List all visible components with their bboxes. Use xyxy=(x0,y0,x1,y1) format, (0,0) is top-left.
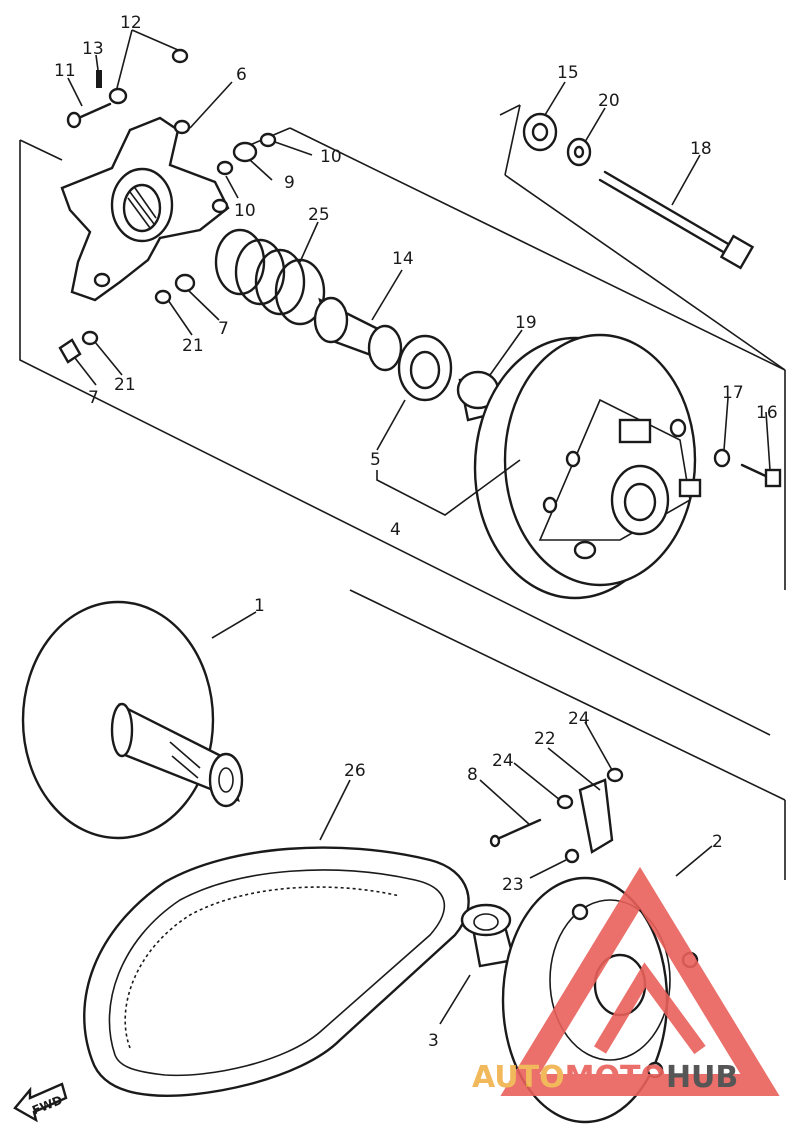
label-19: 19 xyxy=(515,313,537,333)
movable-sheave-part xyxy=(473,333,702,600)
watermark-moto: MOTO xyxy=(565,1060,666,1095)
label-8: 8 xyxy=(467,765,478,785)
collar-part xyxy=(313,296,403,372)
arm-parts xyxy=(489,767,624,864)
label-25: 25 xyxy=(308,205,330,225)
label-22: 22 xyxy=(534,729,556,749)
label-1: 1 xyxy=(254,596,265,616)
label-21a: 21 xyxy=(182,336,204,356)
label-23: 23 xyxy=(502,875,524,895)
bushing-part xyxy=(397,334,453,402)
label-15: 15 xyxy=(557,63,579,83)
label-11: 11 xyxy=(54,61,76,81)
label-10a: 10 xyxy=(320,147,342,167)
label-7b: 7 xyxy=(218,319,229,339)
label-20: 20 xyxy=(598,91,620,111)
watermark-auto: AUTO xyxy=(472,1060,565,1095)
label-17: 17 xyxy=(722,383,744,403)
label-14: 14 xyxy=(392,249,414,269)
label-12: 12 xyxy=(120,13,142,33)
label-6: 6 xyxy=(236,65,247,85)
leader-lines xyxy=(67,29,771,1025)
spider-fasteners xyxy=(58,48,277,364)
spring-part xyxy=(214,228,326,326)
watermark-inner-mark xyxy=(593,962,706,1055)
sheave-fasteners xyxy=(522,112,782,488)
watermark-hub: HUB xyxy=(666,1060,738,1095)
watermark-text: AUTOMOTOHUB xyxy=(472,1060,738,1095)
drive-belt-part xyxy=(83,846,470,1097)
label-26: 26 xyxy=(344,761,366,781)
label-18: 18 xyxy=(690,139,712,159)
label-16: 16 xyxy=(756,403,778,423)
label-5: 5 xyxy=(370,450,381,470)
label-3: 3 xyxy=(428,1031,439,1051)
label-2: 2 xyxy=(712,832,723,852)
label-4: 4 xyxy=(390,520,401,540)
label-21b: 21 xyxy=(114,375,136,395)
label-24a: 24 xyxy=(492,751,514,771)
label-7a: 7 xyxy=(88,388,99,408)
label-24b: 24 xyxy=(568,709,590,729)
part-labels: 1 2 3 4 5 6 7 7 8 9 10 10 11 12 13 14 15… xyxy=(54,13,778,1051)
watermark-triangle-icon xyxy=(500,866,780,1096)
assembly-frame-lines xyxy=(19,104,786,880)
label-13: 13 xyxy=(82,39,104,59)
label-10b: 10 xyxy=(234,201,256,221)
forward-arrow: FWD xyxy=(13,1082,68,1123)
label-9: 9 xyxy=(284,173,295,193)
bushing-3-part xyxy=(460,903,516,968)
spider-part xyxy=(60,116,230,302)
watermark-logo: AUTOMOTOHUB xyxy=(472,866,780,1096)
fixed-sheave-part xyxy=(21,600,244,840)
